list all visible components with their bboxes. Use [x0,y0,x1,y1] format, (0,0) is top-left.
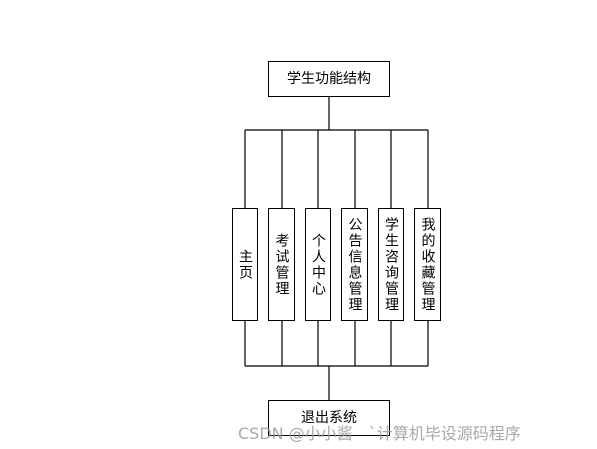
module-node-personal-center: 个人中心 [305,208,331,321]
module-label-exam-management: 考试管理 [273,232,290,297]
module-node-favorites-management: 我的收藏管理 [414,208,441,321]
module-label-consult-management: 学生咨询管理 [383,216,399,313]
module-label-notice-management: 公告信息管理 [346,216,363,313]
module-label-home: 主页 [237,248,253,281]
module-node-home: 主页 [232,208,258,321]
module-node-notice-management: 公告信息管理 [341,208,368,321]
root-node-label: 学生功能结构 [287,71,371,87]
module-label-personal-center: 个人中心 [310,232,326,297]
module-node-consult-management: 学生咨询管理 [378,208,404,321]
root-node: 学生功能结构 [268,61,390,97]
exit-node: 退出系统 [268,400,390,436]
module-node-exam-management: 考试管理 [268,208,295,321]
module-label-favorites-management: 我的收藏管理 [419,216,436,313]
watermark: CSDN @小小酱 `计算机毕设源码程序 [238,424,521,443]
exit-node-label: 退出系统 [301,410,357,426]
